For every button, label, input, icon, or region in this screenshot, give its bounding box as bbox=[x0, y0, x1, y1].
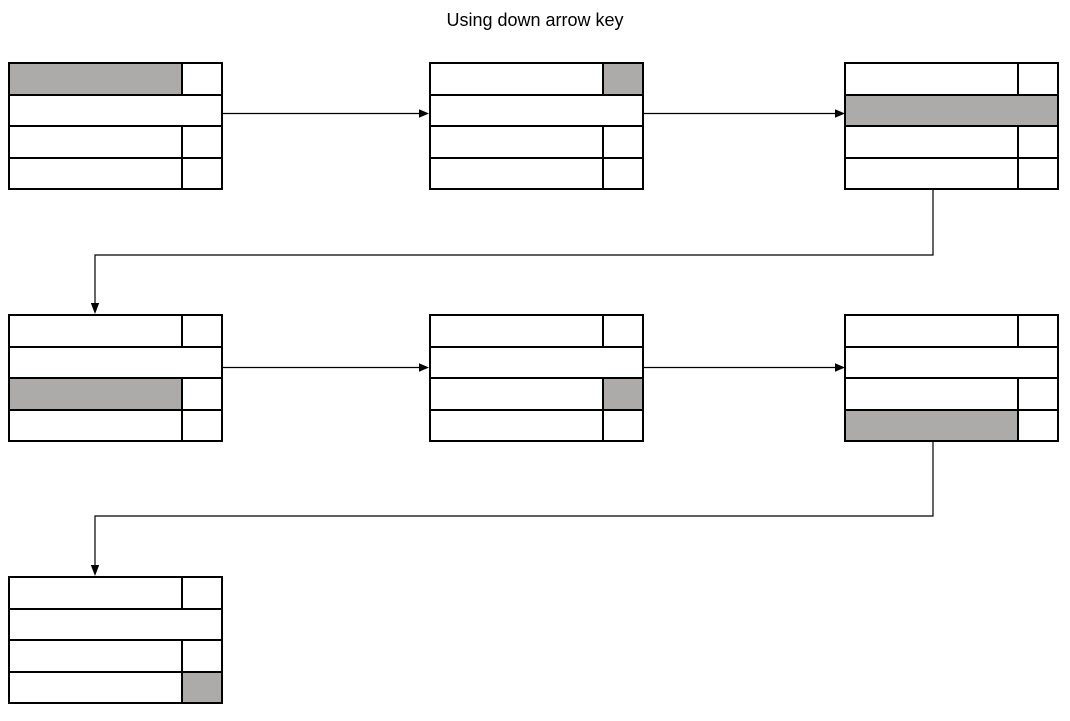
cell-r1-narrow[interactable] bbox=[1019, 64, 1057, 94]
table-row bbox=[10, 347, 221, 379]
cell-r4-wide[interactable] bbox=[431, 158, 604, 188]
cell-r4-wide[interactable] bbox=[10, 410, 183, 440]
cell-r4-wide[interactable] bbox=[846, 410, 1019, 440]
table-row bbox=[846, 316, 1057, 348]
cell-r1-narrow[interactable] bbox=[604, 316, 642, 346]
table-step-7 bbox=[8, 576, 223, 704]
table-row bbox=[10, 578, 221, 610]
table-step-5 bbox=[429, 314, 644, 442]
cell-r2-full[interactable] bbox=[431, 347, 642, 377]
page-title: Using down arrow key bbox=[446, 10, 624, 30]
cell-r1-narrow[interactable] bbox=[604, 64, 642, 94]
table-step-4 bbox=[8, 314, 223, 442]
cell-r4-narrow[interactable] bbox=[183, 158, 221, 188]
table-row bbox=[10, 410, 221, 440]
table-row bbox=[431, 316, 642, 348]
table-row bbox=[10, 379, 221, 411]
cell-r1-narrow[interactable] bbox=[183, 316, 221, 346]
cell-r4-wide[interactable] bbox=[10, 672, 183, 702]
cell-r3-narrow[interactable] bbox=[604, 379, 642, 409]
arrow-step-3-to-4 bbox=[88, 188, 948, 320]
table-row bbox=[846, 347, 1057, 379]
table-row bbox=[431, 410, 642, 440]
cell-r4-narrow[interactable] bbox=[604, 158, 642, 188]
arrow-step-1-to-2 bbox=[223, 104, 433, 124]
table-row bbox=[10, 672, 221, 702]
table-row bbox=[431, 64, 642, 96]
cell-r3-wide[interactable] bbox=[431, 127, 604, 157]
arrow-step-5-to-6 bbox=[644, 358, 849, 378]
table-row bbox=[431, 127, 642, 159]
table-row bbox=[10, 609, 221, 641]
cell-r1-wide[interactable] bbox=[10, 316, 183, 346]
cell-r3-narrow[interactable] bbox=[183, 127, 221, 157]
cell-r3-wide[interactable] bbox=[10, 379, 183, 409]
cell-r3-wide[interactable] bbox=[846, 127, 1019, 157]
table-row bbox=[10, 127, 221, 159]
cell-r2-full[interactable] bbox=[431, 95, 642, 125]
cell-r3-wide[interactable] bbox=[10, 127, 183, 157]
table-row bbox=[10, 316, 221, 348]
table-row bbox=[846, 410, 1057, 440]
table-step-6 bbox=[844, 314, 1059, 442]
cell-r1-wide[interactable] bbox=[10, 64, 183, 94]
cell-r2-full[interactable] bbox=[846, 95, 1057, 125]
cell-r3-narrow[interactable] bbox=[183, 379, 221, 409]
cell-r4-wide[interactable] bbox=[846, 158, 1019, 188]
cell-r3-narrow[interactable] bbox=[1019, 127, 1057, 157]
cell-r4-narrow[interactable] bbox=[1019, 158, 1057, 188]
cell-r3-narrow[interactable] bbox=[183, 641, 221, 671]
table-row bbox=[10, 158, 221, 188]
table-row bbox=[10, 95, 221, 127]
table-row bbox=[10, 641, 221, 673]
table-step-3 bbox=[844, 62, 1059, 190]
table-step-1 bbox=[8, 62, 223, 190]
cell-r1-narrow[interactable] bbox=[183, 578, 221, 608]
cell-r4-narrow[interactable] bbox=[183, 410, 221, 440]
cell-r3-wide[interactable] bbox=[431, 379, 604, 409]
table-row bbox=[846, 127, 1057, 159]
cell-r3-wide[interactable] bbox=[10, 641, 183, 671]
cell-r1-wide[interactable] bbox=[846, 316, 1019, 346]
cell-r2-full[interactable] bbox=[846, 347, 1057, 377]
table-row bbox=[431, 379, 642, 411]
table-row bbox=[431, 158, 642, 188]
cell-r3-narrow[interactable] bbox=[604, 127, 642, 157]
cell-r1-narrow[interactable] bbox=[1019, 316, 1057, 346]
arrow-step-4-to-5 bbox=[223, 358, 433, 378]
arrow-step-6-to-7 bbox=[88, 440, 948, 582]
cell-r4-narrow[interactable] bbox=[183, 672, 221, 702]
cell-r1-narrow[interactable] bbox=[183, 64, 221, 94]
cell-r2-full[interactable] bbox=[10, 609, 221, 639]
cell-r2-full[interactable] bbox=[10, 95, 221, 125]
cell-r4-narrow[interactable] bbox=[604, 410, 642, 440]
table-row bbox=[846, 158, 1057, 188]
table-step-2 bbox=[429, 62, 644, 190]
table-row bbox=[846, 64, 1057, 96]
table-row bbox=[431, 347, 642, 379]
arrow-step-2-to-3 bbox=[644, 104, 849, 124]
cell-r1-wide[interactable] bbox=[431, 64, 604, 94]
table-row bbox=[846, 379, 1057, 411]
cell-r4-wide[interactable] bbox=[431, 410, 604, 440]
cell-r2-full[interactable] bbox=[10, 347, 221, 377]
cell-r4-wide[interactable] bbox=[10, 158, 183, 188]
cell-r1-wide[interactable] bbox=[10, 578, 183, 608]
table-row bbox=[431, 95, 642, 127]
cell-r3-narrow[interactable] bbox=[1019, 379, 1057, 409]
cell-r1-wide[interactable] bbox=[431, 316, 604, 346]
cell-r3-wide[interactable] bbox=[846, 379, 1019, 409]
cell-r4-narrow[interactable] bbox=[1019, 410, 1057, 440]
table-row bbox=[10, 64, 221, 96]
table-row bbox=[846, 95, 1057, 127]
cell-r1-wide[interactable] bbox=[846, 64, 1019, 94]
